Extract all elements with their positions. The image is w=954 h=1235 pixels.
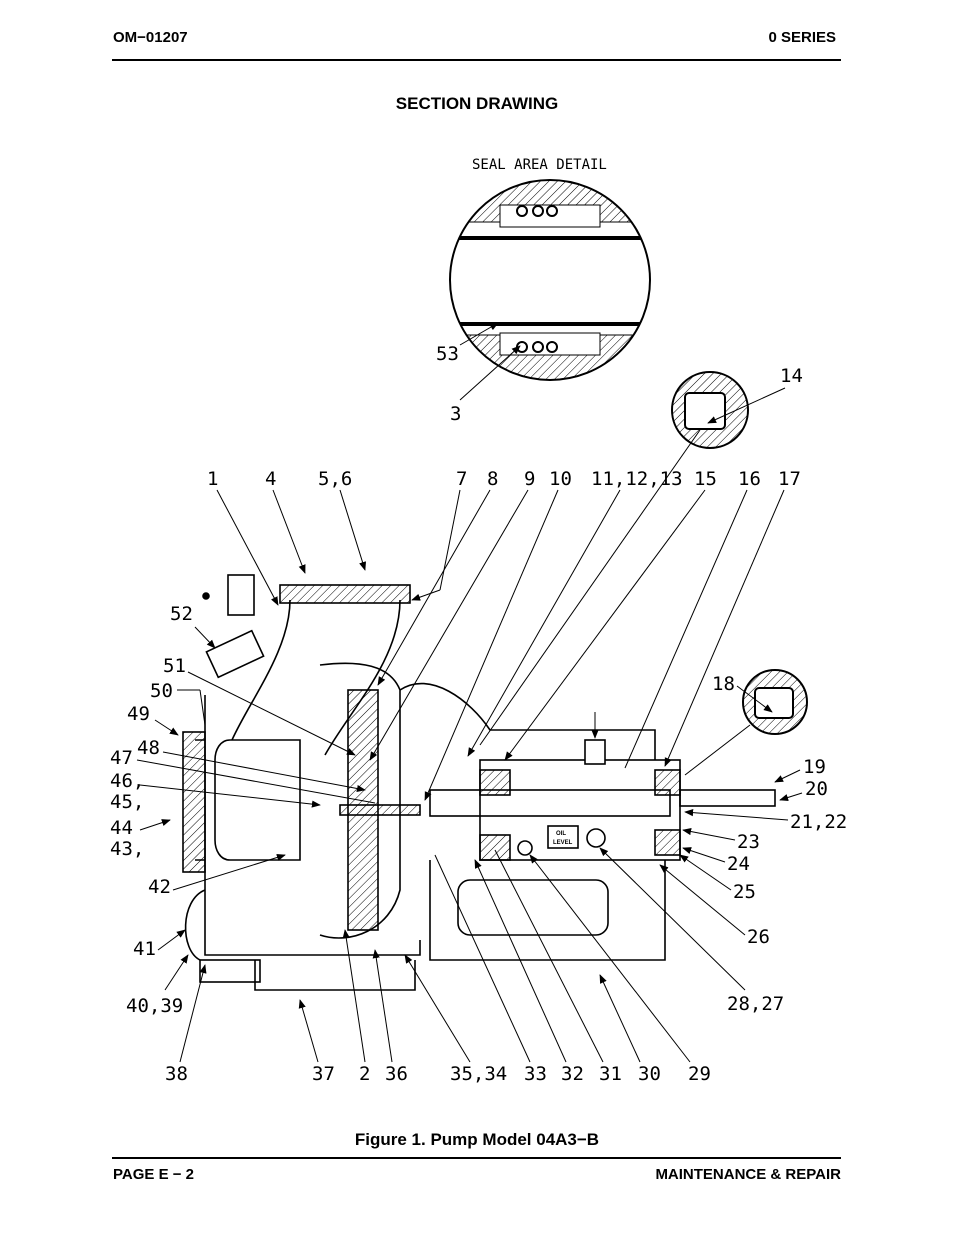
callout-21-22: 21,22: [790, 811, 847, 833]
callout-46: 46,: [110, 770, 144, 792]
callout-44: 44: [110, 817, 133, 839]
callout-4: 4: [265, 468, 276, 490]
bottom-callouts: 38 37 2 36 35,34 33 32 31 30 29: [165, 849, 711, 1085]
document-number: OM−01207: [113, 29, 188, 46]
footer-rule: [112, 1157, 841, 1159]
series-label: 0 SERIES: [768, 29, 836, 46]
callout-50: 50: [150, 680, 173, 702]
section-title: SECTION DRAWING: [395, 94, 559, 113]
callout-48: 48: [137, 737, 160, 759]
callout-35-34: 35,34: [450, 1063, 507, 1085]
callout-9: 9: [524, 468, 535, 490]
callout-15: 15: [694, 468, 717, 490]
top-callouts: 1 4 5,6 7 8 9 10 11,12,13 15 16 17: [207, 429, 801, 801]
callout-28-27: 28,27: [727, 993, 784, 1015]
callout-41: 41: [133, 938, 156, 960]
callout-49: 49: [127, 703, 150, 725]
footer-section-label: MAINTENANCE & REPAIR: [655, 1166, 841, 1183]
header-rule: [112, 59, 841, 61]
callout-51: 51: [163, 655, 186, 677]
callout-8: 8: [487, 468, 498, 490]
pump-assembly: [182, 574, 776, 991]
callout-52: 52: [170, 603, 193, 625]
callout-33: 33: [524, 1063, 547, 1085]
oil-level-label-1: OIL: [556, 831, 566, 837]
callout-42: 42: [148, 876, 171, 898]
callout-16: 16: [738, 468, 761, 490]
seal-detail-circle: [450, 180, 650, 380]
callout-43: 43,: [110, 838, 144, 860]
callout-47: 47: [110, 747, 133, 769]
callout-26: 26: [747, 926, 770, 948]
left-callouts: 52 51 50 49 48 47 46, 45, 44 43, 42 41 4…: [110, 603, 376, 1017]
callout-32: 32: [561, 1063, 584, 1085]
callout-36: 36: [385, 1063, 408, 1085]
callout-1: 1: [207, 468, 218, 490]
callout-17: 17: [778, 468, 801, 490]
callout-24: 24: [727, 853, 750, 875]
callout-2: 2: [359, 1063, 370, 1085]
callout-19: 19: [803, 756, 826, 778]
oil-level-label-2: LEVEL: [553, 840, 573, 846]
callout-38: 38: [165, 1063, 188, 1085]
callout-31: 31: [599, 1063, 622, 1085]
callout-7: 7: [456, 468, 467, 490]
callout-30: 30: [638, 1063, 661, 1085]
right-callouts: 19 20 21,22 23 24 25 26 28,27: [599, 756, 847, 1015]
page-number: PAGE E − 2: [113, 1166, 195, 1183]
callout-45: 45,: [110, 791, 144, 813]
callout-37: 37: [312, 1063, 335, 1085]
callout-23: 23: [737, 831, 760, 853]
callout-14: 14: [780, 365, 803, 387]
callout-40-39: 40,39: [126, 995, 183, 1017]
callout-11-12-13: 11,12,13: [591, 468, 683, 490]
figure-caption: Figure 1. Pump Model 04A3−B: [354, 1130, 600, 1149]
callout-18: 18: [712, 673, 735, 695]
callout-25: 25: [733, 881, 756, 903]
callout-10: 10: [549, 468, 572, 490]
callout-29: 29: [688, 1063, 711, 1085]
callout-53: 53: [436, 343, 459, 365]
callout-20: 20: [805, 778, 828, 800]
callout-5-6: 5,6: [318, 468, 352, 490]
seal-detail-title: SEAL AREA DETAIL: [472, 157, 607, 173]
callout-3: 3: [450, 403, 461, 425]
